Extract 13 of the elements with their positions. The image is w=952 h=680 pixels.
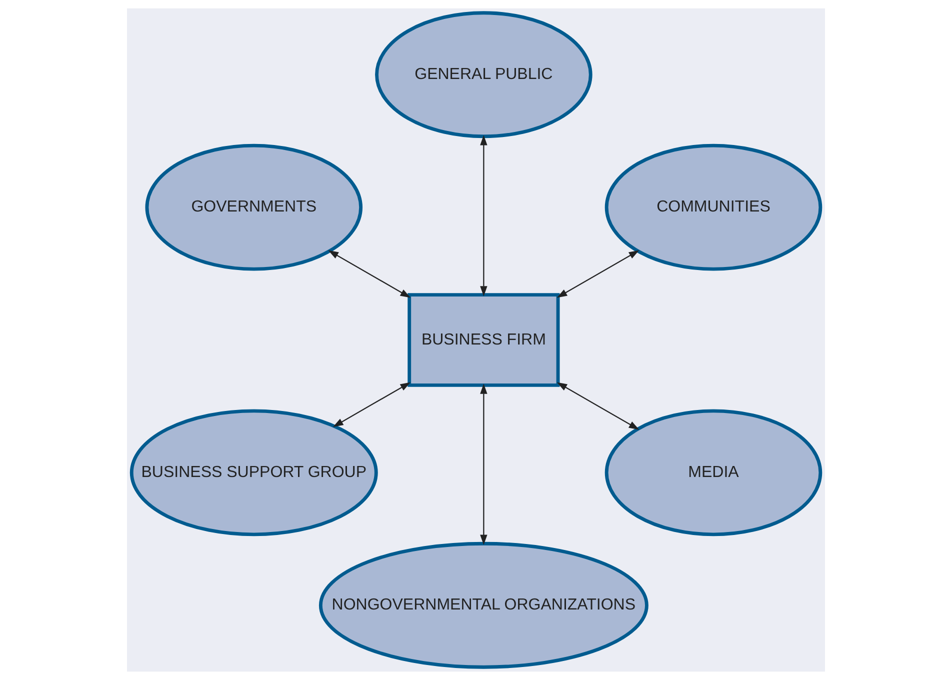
node-ellipse: NONGOVERNMENTAL ORGANIZATIONS (318, 542, 648, 669)
node-ellipse: MEDIA (604, 409, 822, 536)
node-ellipse: BUSINESS SUPPORT GROUP (130, 409, 378, 536)
arrow (556, 250, 640, 298)
arrow (480, 134, 488, 296)
node-ellipse: COMMUNITIES (604, 144, 822, 271)
node-ellipse: GOVERNMENTS (145, 144, 363, 271)
node-ellipse: GENERAL PUBLIC (375, 11, 592, 138)
node-box: BUSINESS FIRM (408, 293, 560, 387)
arrow (332, 382, 411, 428)
arrow (328, 250, 411, 298)
arrow (480, 384, 488, 546)
arrow (556, 382, 640, 430)
